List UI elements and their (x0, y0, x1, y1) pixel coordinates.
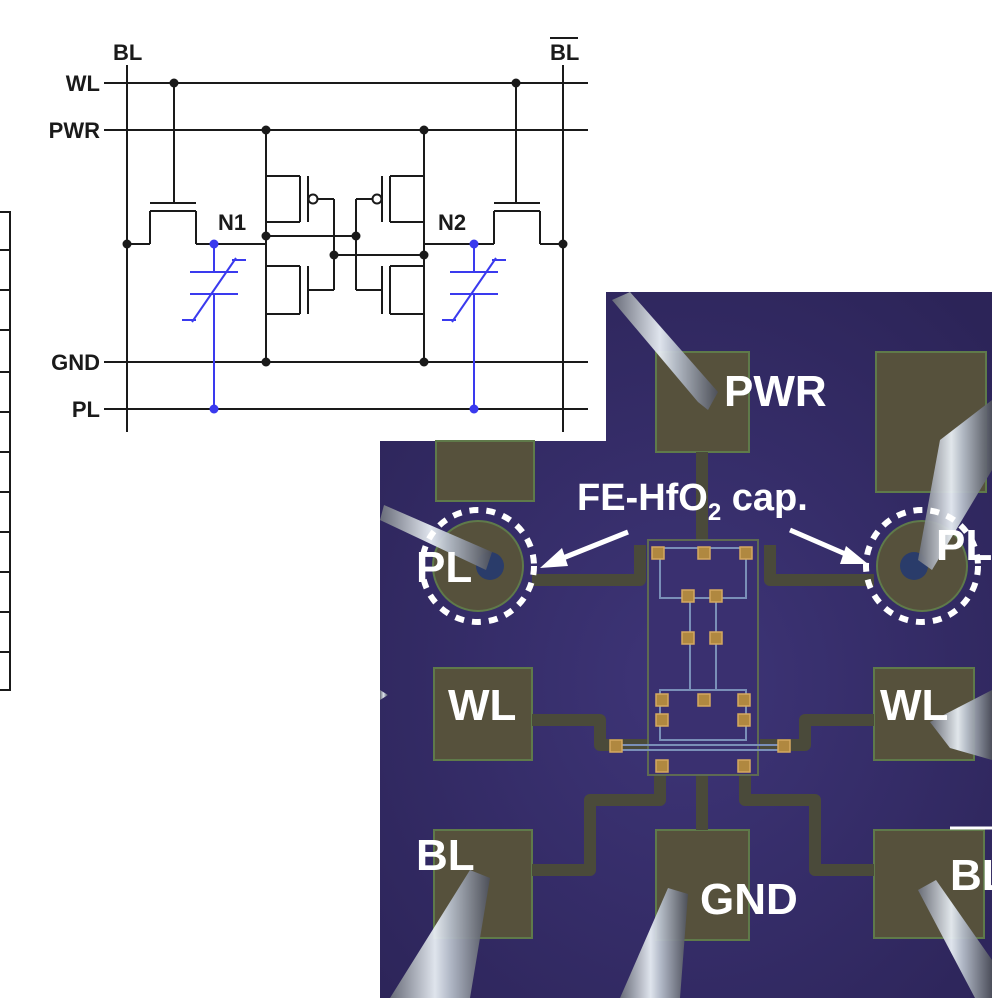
fe-cap-highlight-left (419, 507, 537, 625)
label-wl: WL (66, 71, 100, 96)
fe-cap-label-tail: cap. (721, 477, 808, 519)
label-blbar: BL (550, 40, 579, 65)
inverter-right (355, 130, 425, 362)
label-pwr: PWR (49, 118, 100, 143)
probe-wl-right (930, 690, 992, 760)
photo-label-wl-left: WL (448, 681, 516, 730)
label-bl: BL (113, 40, 142, 65)
fe-cap-label: FE-HfO2 cap. (577, 477, 808, 526)
probe-pl-left (380, 505, 492, 570)
probe-gnd (620, 888, 688, 998)
photo-label-pwr: PWR (724, 367, 827, 416)
access-transistor-right (474, 83, 563, 245)
fe-cap-arrows (540, 527, 868, 568)
photo-label-blbar-right: BL (950, 851, 992, 900)
probe-wl-left (380, 690, 388, 700)
photo-label-wl-right: WL (880, 681, 948, 730)
junction-dots (122, 78, 568, 367)
core-cell-region (609, 539, 791, 776)
fe-cap-label-main: FE-HfO (577, 477, 708, 519)
photo-label-pl-right: PL (936, 521, 992, 570)
photo-label-bl-left: BL (416, 831, 475, 880)
label-n1: N1 (218, 210, 246, 235)
probe-pwr (612, 292, 718, 410)
circuit-schematic (104, 65, 588, 432)
photo-label-gnd: GND (700, 875, 798, 924)
ferro-capacitor-right (442, 239, 506, 414)
photo-label-pl-left: PL (416, 543, 472, 592)
fe-cap-highlight-right (863, 507, 981, 625)
label-n2: N2 (438, 210, 466, 235)
probe-pl-right (918, 400, 992, 570)
cross-coupling-wires (214, 235, 474, 256)
ferro-capacitor-left (182, 239, 246, 414)
chip-micrograph: PWR GND PL PL WL WL BL BL FE-HfO2 cap. (380, 292, 992, 998)
probe-needles (380, 292, 992, 998)
probe-blbar (918, 880, 992, 998)
probe-bl-left (390, 870, 490, 998)
inverter-left (265, 130, 335, 362)
access-transistor-left (127, 83, 214, 245)
label-gnd: GND (51, 350, 100, 375)
label-pl: PL (72, 397, 100, 422)
partial-left-panel (0, 211, 11, 691)
fe-cap-label-sub: 2 (708, 499, 721, 526)
